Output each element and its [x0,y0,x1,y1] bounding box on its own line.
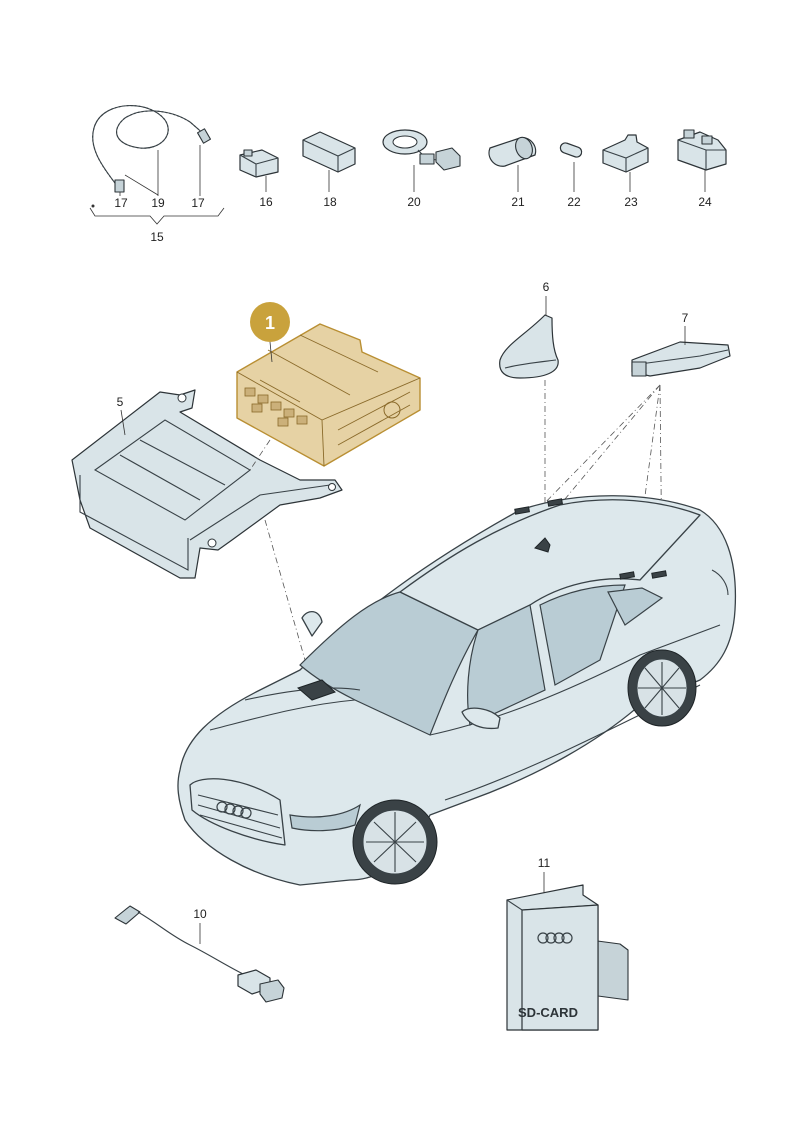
leader-7 [537,384,663,576]
callout-16: 16 [259,195,273,209]
cap-23[interactable] [602,134,649,173]
antenna-module-7[interactable] [631,341,731,377]
callout-21: 21 [511,195,525,209]
bracket-15 [89,207,225,225]
callout-17-left: 17 [114,196,128,210]
control-unit-1[interactable] [236,323,421,467]
callout-18: 18 [323,195,337,209]
sd-card-booklet-11[interactable]: SD-CARD [506,884,629,1031]
four-rings-logo-car [216,801,252,819]
callout-10: 10 [193,907,207,921]
four-rings-logo-booklet [537,932,573,944]
leader-1 [249,439,271,471]
connector-24[interactable] [677,129,727,171]
connector-16[interactable] [239,149,279,178]
mounting-bracket-5[interactable] [71,389,343,579]
callout-1: 1 [265,313,275,333]
housing-18[interactable] [302,131,356,173]
shark-fin-antenna-6[interactable] [499,314,559,379]
highlight-badge [250,302,290,342]
ring-connector-20[interactable] [382,129,461,171]
plug-22[interactable] [559,142,583,159]
callout-17-right: 17 [191,196,205,210]
callout-24: 24 [698,195,712,209]
callout-23: 23 [624,195,638,209]
cable-assembly[interactable] [92,105,212,196]
cable-10[interactable] [114,905,285,1003]
callout-5: 5 [117,395,124,409]
car-illustration [177,495,737,886]
callout-7: 7 [682,311,689,325]
callout-6: 6 [543,280,550,294]
callout-20: 20 [407,195,421,209]
callout-15: 15 [150,230,164,244]
callout-22: 22 [567,195,581,209]
callout-11: 11 [538,856,551,870]
sleeve-21[interactable] [488,135,537,167]
sd-card-label: SD-CARD [518,1005,578,1020]
callout-19: 19 [151,196,165,210]
leader-5 [264,519,306,661]
